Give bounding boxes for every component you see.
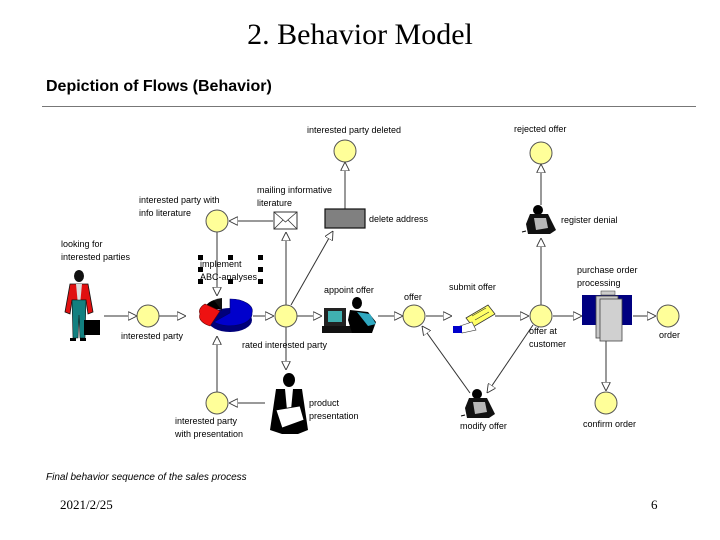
label-interested-party-with-presentation: interested party with presentation — [175, 416, 244, 439]
computer-user-icon — [322, 297, 376, 333]
person-writing-icon-register-denial — [521, 205, 556, 234]
label-confirm-order: confirm order — [583, 419, 637, 429]
selection-handles — [198, 255, 263, 284]
label-interested-party: interested party — [121, 331, 184, 341]
abc-analysis-pie-icon — [199, 298, 253, 332]
label-submit-offer: submit offer — [449, 282, 496, 292]
event-interested-party — [136, 304, 160, 328]
event-rejected-offer — [529, 141, 553, 165]
label-order: order — [659, 330, 681, 340]
event-interested-party-with-presentation — [205, 391, 229, 415]
label-interested-party-with-info: interested party with info literature — [139, 195, 220, 218]
presenter-icon — [270, 373, 308, 434]
label-implement-abc: implement ABC-analyses — [200, 259, 258, 282]
slide-title: 2. Behavior Model — [247, 18, 473, 51]
label-offer-at-customer: offer at customer — [529, 326, 567, 349]
title-divider — [42, 106, 696, 107]
label-delete-address: delete address — [369, 214, 429, 224]
event-interested-party-deleted — [333, 139, 357, 163]
event-rated-interested-party — [274, 304, 298, 328]
label-modify-offer: modify offer — [460, 421, 507, 431]
event-interested-party-with-info — [205, 209, 229, 233]
label-product-presentation: product presentation — [309, 398, 359, 421]
label-looking-for-parties: looking for interested parties — [61, 239, 131, 262]
figure-title: Depiction of Flows (Behavior) — [46, 78, 272, 95]
envelope-icon — [273, 211, 298, 230]
flow-rated-to-delete — [290, 231, 333, 306]
label-purchase-order-processing: purchase order processing — [577, 265, 638, 288]
label-offer: offer — [404, 292, 422, 302]
event-offer — [402, 304, 426, 328]
label-appoint-offer: appoint offer — [324, 285, 374, 295]
flow-oac-to-modify — [487, 324, 534, 393]
footer-date: 2021/2/25 — [60, 497, 113, 512]
label-interested-party-deleted: interested party deleted — [307, 125, 402, 135]
event-confirm-order — [594, 391, 618, 415]
purchase-order-processing-icon — [582, 290, 632, 342]
figure-caption: Final behavior sequence of the sales pro… — [46, 472, 247, 483]
delete-address-box — [324, 208, 366, 229]
label-rejected-offer: rejected offer — [514, 124, 567, 134]
label-mailing-literature: mailing informative literature — [257, 185, 333, 208]
flow-modify-to-offer — [422, 326, 471, 394]
person-red-jacket-icon — [64, 270, 100, 341]
label-rated-interested-party: rated interested party — [242, 340, 328, 350]
person-writing-icon-modify-offer — [460, 389, 495, 418]
hand-with-offer-icon — [453, 304, 496, 334]
events — [136, 139, 680, 415]
event-order — [656, 304, 680, 328]
connectors — [104, 162, 656, 403]
event-offer-at-customer — [529, 304, 553, 328]
label-register-denial: register denial — [561, 215, 618, 225]
page-number: 6 — [651, 497, 658, 512]
